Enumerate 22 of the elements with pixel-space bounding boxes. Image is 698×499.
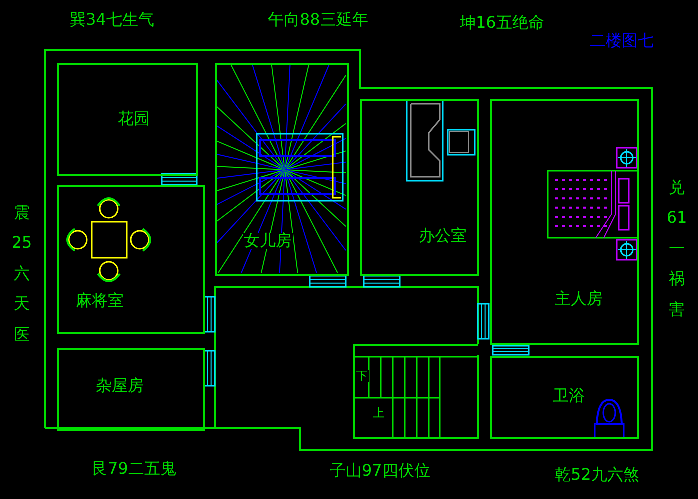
room-box — [360, 99, 479, 276]
direction-label: 巽34七生气 — [70, 12, 154, 28]
room-box — [490, 356, 639, 439]
direction-label: 震25六天医 — [11, 202, 33, 346]
direction-label: 兑61一祸害 — [666, 177, 688, 321]
direction-label: 坤16五绝命 — [460, 15, 544, 31]
stair-label: 下 — [355, 370, 369, 382]
direction-label: 午向88三延年 — [268, 12, 368, 28]
room-box — [57, 185, 205, 334]
room-label: 花园 — [117, 111, 151, 127]
room-label: 女儿房 — [243, 233, 293, 249]
room-box — [57, 63, 198, 176]
stair-label: 上 — [372, 407, 386, 419]
direction-label: 子山97四伏位 — [330, 463, 430, 479]
room-box — [490, 99, 639, 345]
room-label: 卫浴 — [552, 388, 586, 404]
room-box — [57, 348, 205, 431]
direction-label: 艮79二五鬼 — [92, 461, 176, 477]
room-label: 办公室 — [418, 228, 468, 244]
room-label: 主人房 — [554, 291, 604, 307]
room-label: 杂屋房 — [95, 378, 145, 394]
room-label: 麻将室 — [75, 293, 125, 309]
